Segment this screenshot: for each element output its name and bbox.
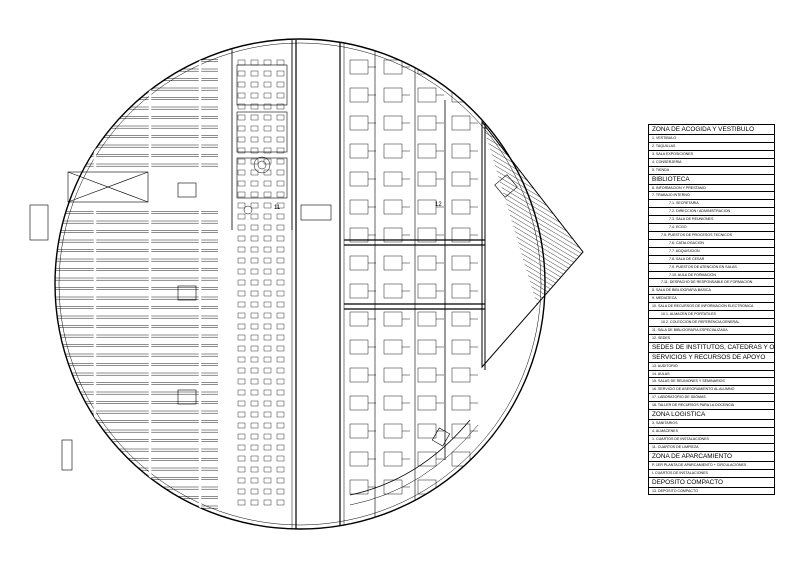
- legend-item: 7.3. SALA DE REUNIONES: [649, 216, 774, 225]
- legend-item: 6. INFORMACION Y PRESTAMO: [649, 185, 774, 193]
- legend-section-header: SERVICIOS Y RECURSOS DE APOYO: [649, 353, 774, 363]
- legend-item: 11. CUARTOS DE LIMPIEZA: [649, 444, 774, 452]
- entrance-void: [67, 171, 149, 203]
- legend-item: 7.5. PUESTOS DE PROCESOS TECNICOS: [649, 232, 774, 240]
- floor-plan-drawing: 11 12: [29, 38, 584, 530]
- legend-section-header: SEDES DE INSTITUTOS, CATEDRAS Y OTROS: [649, 343, 774, 353]
- legend-item: I. CUARTOS DE INSTALACIONES: [649, 470, 774, 478]
- legend-item: 7.2. DIRECCION / ADMINISTRACION: [649, 208, 774, 217]
- legend-item: 11. SALA DE BIBLIOGRAFIA ESPECIALIZADA: [649, 327, 774, 335]
- legend-item: 14. AULAS: [649, 371, 774, 379]
- legend-item: 18. TALLER DE RECURSOS PARA LA DOCENCIA: [649, 402, 774, 411]
- legend-item: 3. SALA EXPOSICIONES: [649, 151, 774, 159]
- inner-wall: [58, 42, 542, 526]
- legend-item: 10.2. COLECCION DE REFERENCIA GENERAL: [649, 319, 774, 327]
- legend-item: 7.8. SALA DE CESAR: [649, 256, 774, 264]
- legend-item: 1. VESTIBULO: [649, 135, 774, 143]
- legend-section-header: ZONA DE APARCAMIENTO: [649, 452, 774, 462]
- legend-section-header: DEPOSITO COMPACTO: [649, 478, 774, 488]
- stair: [494, 174, 518, 198]
- legend-item: 5. TIENDA: [649, 167, 774, 175]
- legend-item: 10. SALA DE RECURSOS DE INFORMACION ELEC…: [649, 303, 774, 312]
- legend-item: 3. SANITARIOS: [649, 420, 774, 428]
- legend-item: 4. ALMACENES: [649, 428, 774, 436]
- ramp-wedge: [481, 120, 584, 369]
- legend-item: 13. DEPOSITO COMPACTO: [652, 488, 698, 493]
- reading-tables: [237, 59, 285, 506]
- legend-item: 12. SEDES: [649, 335, 774, 343]
- shelving-rows: [55, 40, 218, 529]
- legend-item: P. 1ER PLANTA DE APARCAMIENTO + CIRCULAC…: [649, 462, 774, 470]
- legend-item: 1. CUARTOS DE INSTALACIONES: [649, 436, 774, 444]
- legend-item: 13. AUDITORIO: [649, 363, 774, 371]
- ramp-hatching: [482, 122, 583, 367]
- room-number-12: 12: [435, 202, 442, 208]
- legend-item: 17. LABORATORIO DE IDIOMAS: [649, 394, 774, 403]
- legend-item: 7.7. ADQUISICION: [649, 248, 774, 256]
- legend-item: 7.11. DESPACHO DE RESPONSABLE DE FORMACI…: [649, 279, 774, 288]
- legend-item: 7. TRABAJO INTERNO: [649, 192, 774, 201]
- legend-section-header: ZONA LOGISTICA: [649, 410, 774, 421]
- office-cubicles: [349, 59, 478, 495]
- legend-item: 7.1. SECRETARIA: [649, 200, 774, 209]
- legend-item: 4. CONSERJERIA: [649, 159, 774, 167]
- legend-item: 2. TAQUILLAS: [649, 143, 774, 151]
- legend-item: 16. SERVICIO DE ASESORAMIENTO AL ALUMNO: [649, 386, 774, 395]
- legend-item: 10.1. ALMACEN DE PORTATILES: [649, 311, 774, 319]
- legend-item: 7.10. AULA DE FORMACION: [649, 272, 774, 280]
- legend-item: 7.9. PUESTOS DE ATENCION EN SALAS: [649, 264, 774, 272]
- legend-item: 7.4. ECGO: [649, 224, 774, 232]
- legend-section-header: ZONA DE ACOGIDA Y VESTIBULO: [649, 125, 774, 135]
- outer-wall: [54, 38, 546, 530]
- stair: [300, 204, 332, 221]
- stair: [431, 427, 451, 447]
- legend-item: 7.6. CATALOGACION: [649, 240, 774, 248]
- legend-section-header: BIBLIOTECA: [649, 175, 774, 185]
- room-number-11: 11: [274, 205, 281, 211]
- legend-item: 8. SALA DE BIBLIOGRAFIA BASICA: [649, 287, 774, 296]
- legend-item: 9. MEDIATECA: [649, 295, 774, 304]
- legend-item: 15. SALAS DE REUNIONES Y SEMINARIOS: [649, 378, 774, 387]
